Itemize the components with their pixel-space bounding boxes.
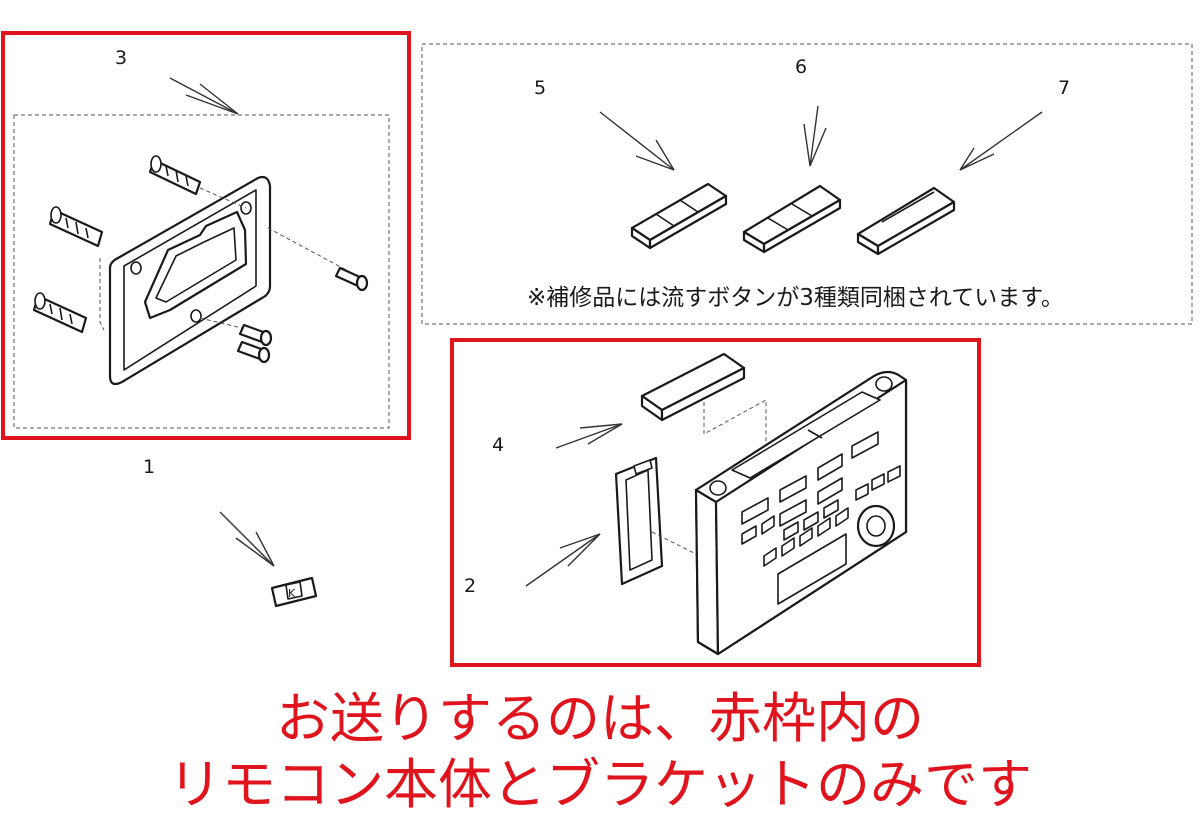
screw-bottom-1 (199, 317, 273, 347)
screw-bottom-2 (236, 340, 271, 364)
remote-control-body (694, 370, 908, 656)
flush-button-variant-6 (742, 184, 842, 254)
arrow-5 (599, 111, 675, 171)
flush-button-variant-5 (630, 182, 728, 250)
arrow-1 (219, 511, 275, 567)
label-3: 3 (115, 47, 127, 69)
caption-line-1: お送りするのは、赤枠内の (276, 687, 924, 750)
label-6: 6 (795, 56, 807, 78)
flush-button-part-4 (640, 352, 746, 422)
cover-guide-line (651, 531, 701, 557)
arrow-6 (803, 105, 827, 167)
button-guide-line (703, 399, 767, 454)
svg-text:K: K (288, 587, 296, 600)
red-frame-remote (450, 338, 981, 667)
screw-top-right (267, 227, 369, 292)
arrow-7 (959, 111, 1043, 171)
wall-anchor-middle (48, 206, 104, 248)
button-variants-dashed-box (421, 43, 1193, 325)
label-2: 2 (464, 575, 476, 597)
bundled-buttons-note: ※補修品には流すボタンが3種類同梱されています。 (527, 285, 1064, 311)
label-7: 7 (1058, 77, 1070, 99)
label-5: 5 (534, 77, 546, 99)
flush-button-variant-7 (856, 186, 956, 256)
label-1: 1 (143, 456, 155, 478)
red-frame-bracket (1, 31, 411, 440)
bracket-group-dashed-box (13, 114, 390, 429)
wall-anchor-bottom (32, 292, 88, 334)
arrow-4 (555, 423, 623, 449)
caption-line-2: リモコン本体とブラケットのみです (168, 753, 1032, 816)
anchor-guide-lines (99, 187, 247, 331)
wall-anchor-top (148, 155, 202, 196)
arrow-2 (525, 533, 601, 587)
battery-cover-part-2 (614, 456, 664, 586)
sticker-part: K (270, 576, 318, 608)
arrow-3 (169, 77, 239, 115)
bracket-plate (108, 175, 272, 386)
label-4: 4 (492, 434, 504, 456)
